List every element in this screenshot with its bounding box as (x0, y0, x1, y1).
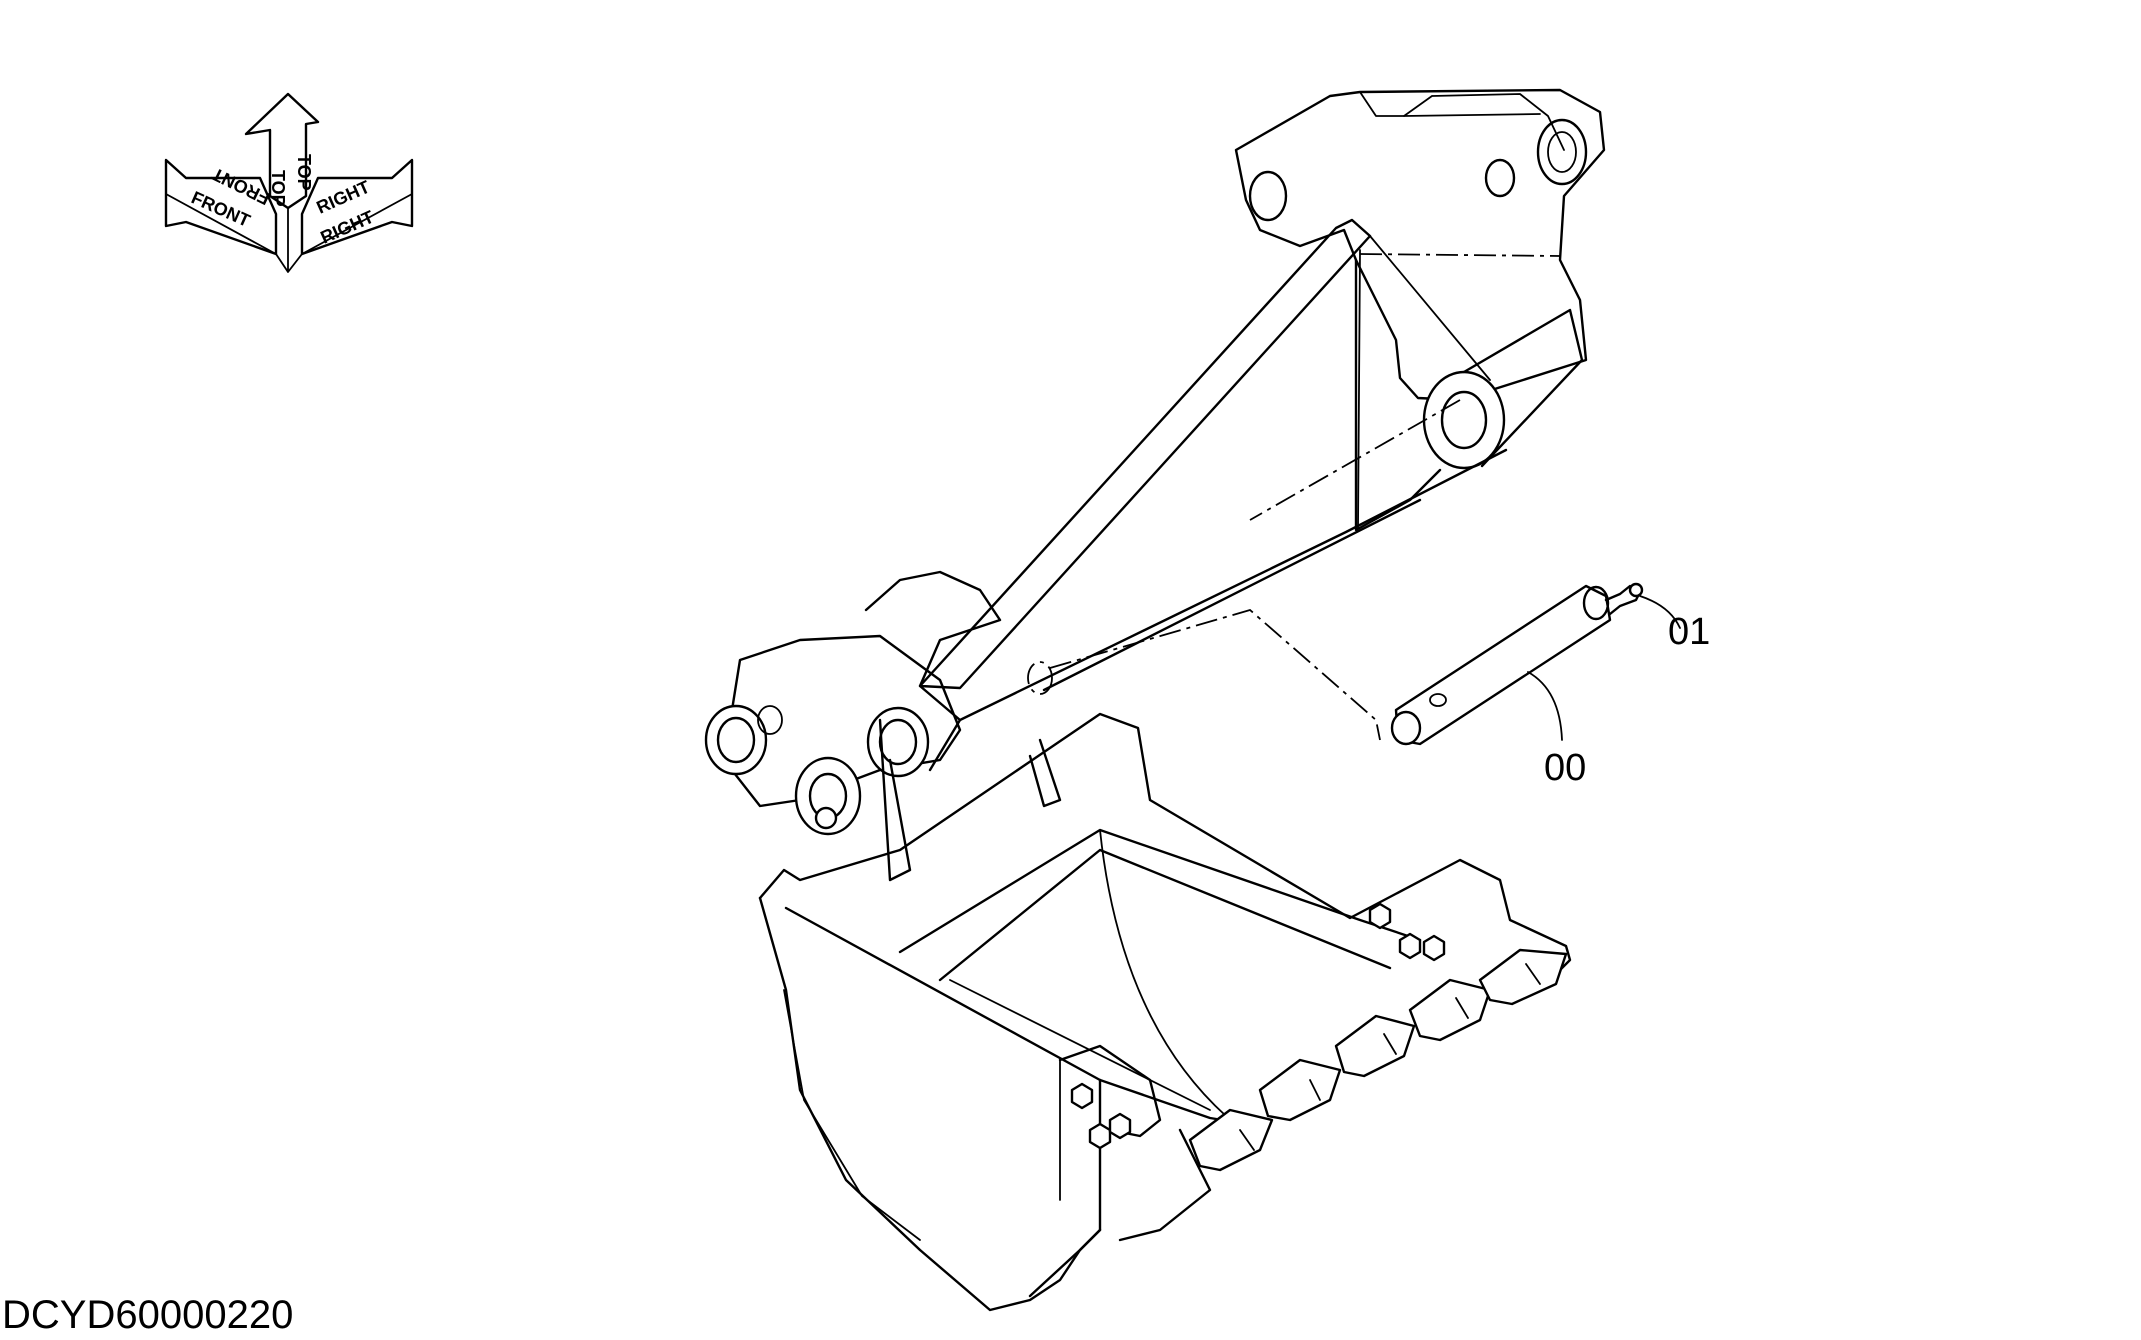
bucket-shell (758, 712, 1572, 1312)
pin-00-end-icon (1390, 710, 1422, 746)
pin-00-shaft (1394, 584, 1612, 746)
tooth-2 (1258, 1058, 1342, 1122)
tooth-5 (1478, 948, 1568, 1006)
bucket-teeth (1118, 948, 1568, 1242)
bolt-nut-icon (1070, 1082, 1094, 1110)
arm-lower-boss (1422, 370, 1506, 470)
grease-nipple-01-icon (1628, 582, 1644, 598)
hinge-body (722, 634, 962, 808)
bolt-nut-icon (1422, 934, 1446, 962)
bucket-inner-curve (1099, 829, 1227, 1117)
mount-hole-right (1536, 118, 1588, 186)
orientation-cube: FRONT FRONT TOP TOP RIGHT RIGHT (164, 92, 414, 273)
bolt-nut-icon (1088, 1122, 1112, 1150)
arm-main-member (918, 218, 1372, 690)
arm-knuckle (864, 570, 1002, 772)
bolt-group (1070, 902, 1446, 1150)
orientation-arrow-left-icon (164, 158, 278, 256)
bucket-side-plate (758, 712, 1572, 982)
hinge-pin-boss-lower (794, 756, 862, 836)
tooth-3 (1334, 1014, 1416, 1078)
cube-top-label: TOP (268, 170, 288, 207)
tooth-1 (1188, 1108, 1274, 1172)
mount-hole-left (1248, 170, 1288, 222)
pin-assembly (1390, 582, 1681, 746)
bolt-nut-icon (1368, 902, 1392, 930)
drawing-id: DCYD60000220 (2, 1293, 293, 1335)
leader-line-00 (1527, 671, 1563, 741)
callout-label-00: 00 (1544, 747, 1586, 789)
tooth-4 (1408, 978, 1492, 1042)
upper-mount-plate (1234, 88, 1606, 402)
bolt-nut-icon (1108, 1112, 1132, 1140)
hinge-pin-boss-right (866, 706, 930, 778)
orientation-cube-edges (165, 193, 413, 273)
mount-hole-middle (1484, 158, 1516, 198)
leader-line-01 (1639, 595, 1681, 629)
bucket-link-arm (864, 88, 1606, 772)
orientation-arrow-right-icon (300, 158, 414, 256)
callout-label-01: 01 (1668, 611, 1710, 653)
hinge-pin-boss-left (704, 704, 768, 776)
bolt-nut-icon (1398, 932, 1422, 960)
bucket-left-edge (1028, 1078, 1102, 1298)
hinge-assembly (704, 634, 1062, 882)
cube-top-label-mirrored: TOP (294, 154, 314, 191)
